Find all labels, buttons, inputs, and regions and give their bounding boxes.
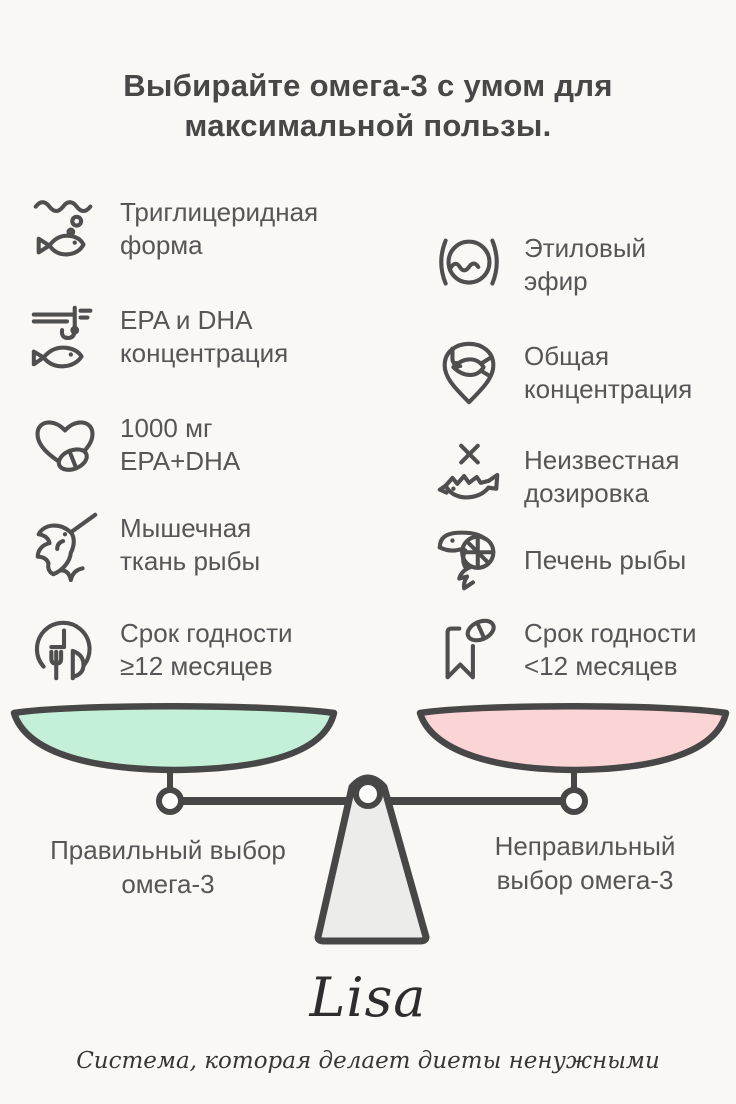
bad-choice-label: Неправильный выбор омега-3 xyxy=(494,831,676,895)
fish-under-waves-icon xyxy=(33,200,93,257)
list-item-triglyceride-form: Триглицеридная форма xyxy=(28,192,378,266)
map-pin-fish-icon xyxy=(442,341,496,405)
list-item-total-concentration: Общая концентрация xyxy=(432,336,736,410)
bookmark-pill-icon xyxy=(445,618,496,680)
left-scale-pan xyxy=(10,703,338,774)
right-beam-joint xyxy=(560,787,588,815)
page-title: Выбирайте омега-3 с умом для максимально… xyxy=(123,68,613,144)
list-item-epa-dha-concentration: EPA и DHA концентрация xyxy=(28,300,378,374)
ethyl-ester-circle-icon xyxy=(439,238,499,286)
brand-tagline: Система, которая делает диеты ненужными xyxy=(76,1048,660,1074)
list-item-shelf-life-good: Срок годности ≥12 месяцев xyxy=(28,613,378,687)
list-item-1000mg-epa-dha: 1000 мг EPA+DHA xyxy=(28,408,378,482)
clock-utensils-icon xyxy=(34,620,92,681)
list-item-label: Неизвестная дозировка xyxy=(524,444,680,508)
right-scale-pan xyxy=(416,703,730,774)
list-item-shelf-life-bad: Срок годности <12 месяцев xyxy=(432,613,736,687)
list-item-label: Этиловый эфир xyxy=(524,232,647,296)
list-item-unknown-dosage: Неизвестная дозировка xyxy=(432,440,736,514)
list-item-label: Триглицеридная форма xyxy=(120,196,319,260)
fishing-hook-fish-icon xyxy=(31,305,93,369)
shrimp-icon xyxy=(437,530,496,591)
left-beam-joint xyxy=(156,787,184,815)
good-choice-label: Правильный выбор омега-3 xyxy=(50,835,286,899)
scale-fulcrum xyxy=(314,774,430,945)
heart-pill-icon xyxy=(35,420,95,472)
list-item-fish-liver: Печень рыбы xyxy=(432,524,736,598)
list-item-label: Общая концентрация xyxy=(524,340,693,404)
list-item-label: 1000 мг EPA+DHA xyxy=(120,412,241,476)
balance-scale xyxy=(10,703,730,945)
list-item-label: Мышечная ткань рыбы xyxy=(120,512,261,576)
marlin-fish-icon xyxy=(35,512,98,582)
brand-logo: Lisa xyxy=(309,966,427,1029)
list-item-label: Срок годности ≥12 месяцев xyxy=(120,617,293,681)
list-item-muscle-tissue: Мышечная ткань рыбы xyxy=(28,508,378,582)
list-item-label: EPA и DHA концентрация xyxy=(120,304,289,368)
list-item-label: Печень рыбы xyxy=(524,545,687,576)
fulcrum-pivot xyxy=(353,779,383,809)
list-item-label: Срок годности <12 месяцев xyxy=(524,617,697,681)
list-item-ethyl-ester: Этиловый эфир xyxy=(432,228,736,302)
crossed-fish-icon xyxy=(437,443,500,500)
